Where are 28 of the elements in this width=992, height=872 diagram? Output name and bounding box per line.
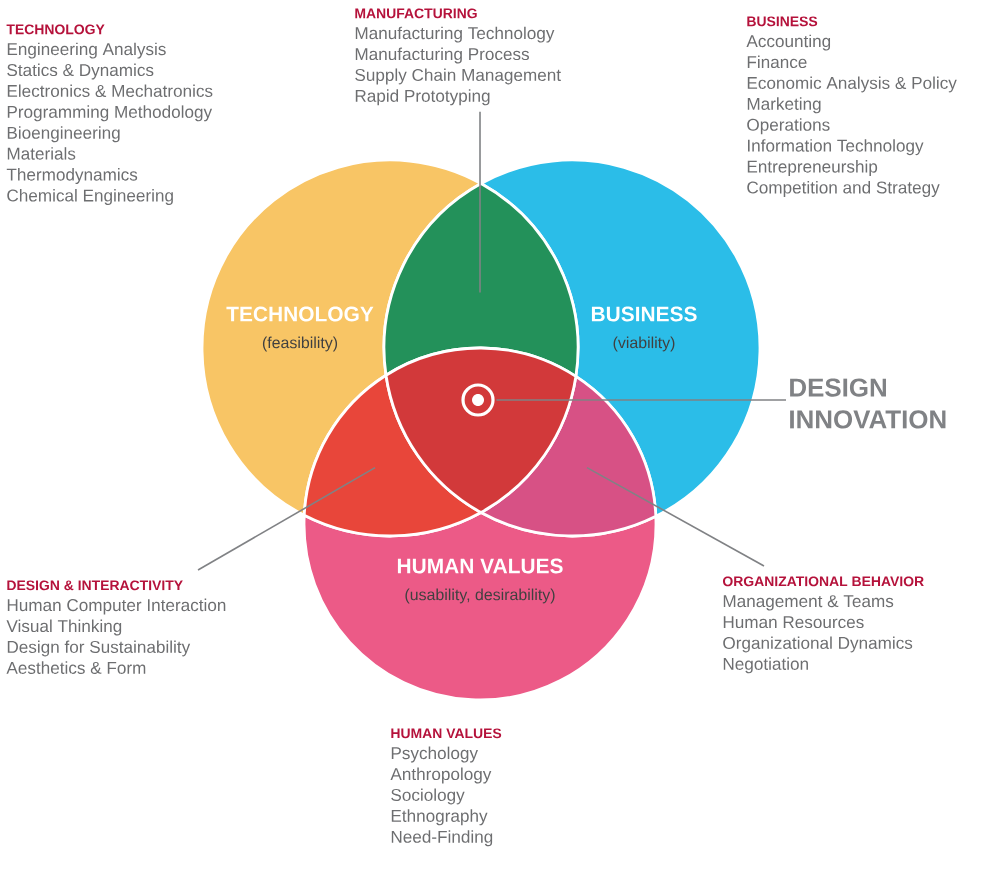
- leader-line: [197, 466, 376, 571]
- label: Chemical Engineering: [7, 189, 173, 205]
- label: Operations: [747, 118, 830, 135]
- label: Need-Finding: [391, 830, 493, 847]
- label: Information Technology: [748, 139, 924, 156]
- overlap-region: [302, 373, 483, 538]
- label: Ethnography: [391, 809, 488, 826]
- label: Engineering Analysis: [7, 42, 166, 59]
- leader-line: [479, 110, 481, 294]
- leader-line: [586, 466, 765, 567]
- label: Accounting: [746, 34, 831, 51]
- label: Economic Analysis & Policy: [747, 76, 957, 93]
- label: Programming Methodology: [7, 105, 213, 122]
- label: Thermodynamics: [6, 168, 138, 185]
- label: Marketing: [747, 97, 821, 114]
- callout-text: DESIGN INNOVATION: [790, 378, 946, 429]
- label: Statics & Dynamics: [7, 63, 154, 80]
- label: Psychology: [391, 746, 478, 763]
- label: Electronics & Mechatronics: [7, 84, 213, 98]
- label: Bioengineering: [7, 126, 120, 143]
- label: Anthropology: [390, 767, 492, 784]
- overlap-region: [382, 182, 580, 378]
- target-icon: [461, 383, 495, 417]
- label: Finance: [747, 55, 807, 69]
- label: Sociology: [391, 788, 465, 805]
- overlap-region: [479, 375, 658, 538]
- label: Materials: [7, 147, 76, 160]
- leader-line: [495, 399, 787, 401]
